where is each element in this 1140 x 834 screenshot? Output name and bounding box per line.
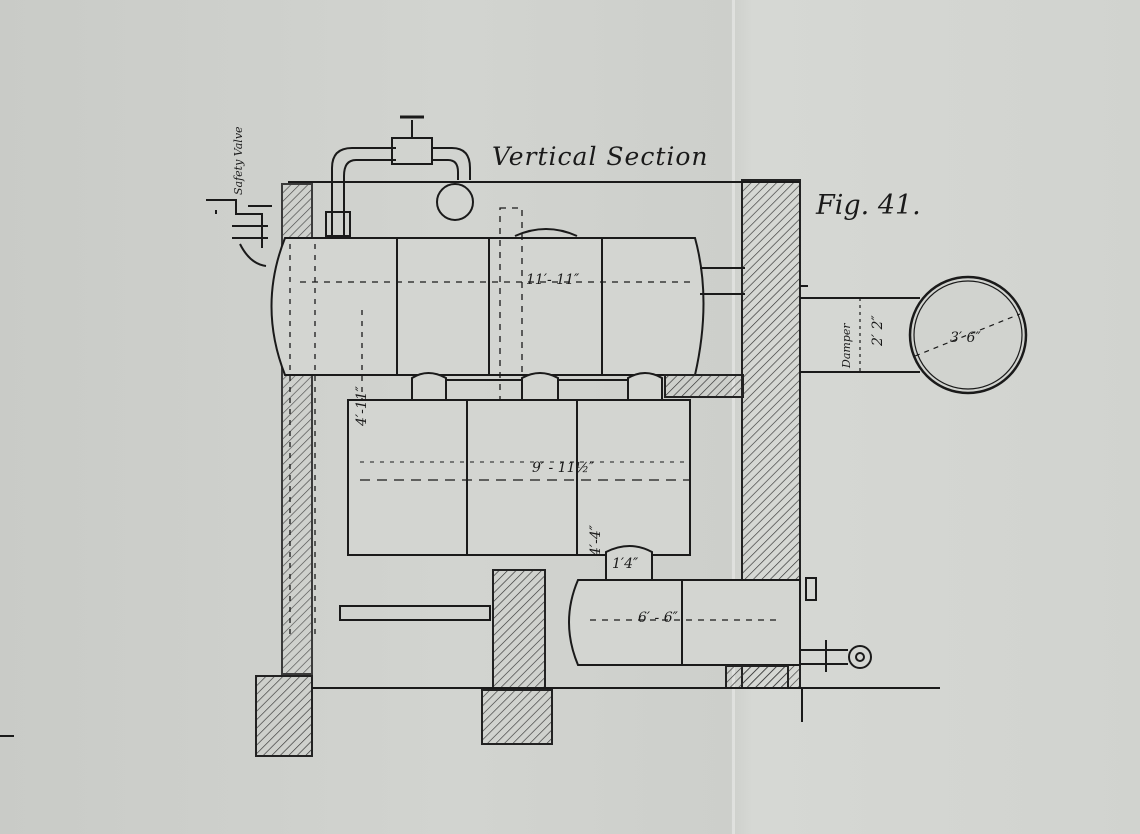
footing-left: [255, 675, 313, 757]
steam-drum: [270, 237, 705, 376]
safety-valve: [206, 199, 272, 248]
dim-water-drum-height: 4′-4″: [588, 525, 604, 556]
dim-water-drum-length: 9′ - 11½″: [532, 460, 595, 476]
damper-label: Damper: [840, 323, 853, 368]
flue-circle: [908, 275, 1028, 395]
dim-steam-drum-length: 11′- 11″: [526, 272, 580, 288]
page-fold: [732, 0, 735, 834]
figure-label: Fig. 41.: [816, 190, 921, 221]
blowoff-valve: [848, 645, 872, 669]
dim-flue-diameter: 3′ 6″: [950, 330, 981, 346]
footing-center: [481, 689, 553, 745]
drawing-title: Vertical Section: [492, 142, 709, 171]
center-pier: [492, 569, 546, 691]
mud-drum: [568, 579, 801, 666]
dim-neck: 1′4″: [612, 556, 639, 572]
safety-valve-label: Safety Valve: [232, 126, 245, 195]
water-drum: [347, 399, 691, 556]
steam-gauge: [436, 183, 474, 221]
dim-damper-height: 2′ 2″: [870, 315, 886, 346]
steam-pipe: [331, 147, 396, 238]
dim-upper-gap: 4′-11″: [354, 386, 370, 426]
dim-mud-drum-length: 6′ - 6″: [638, 610, 678, 626]
